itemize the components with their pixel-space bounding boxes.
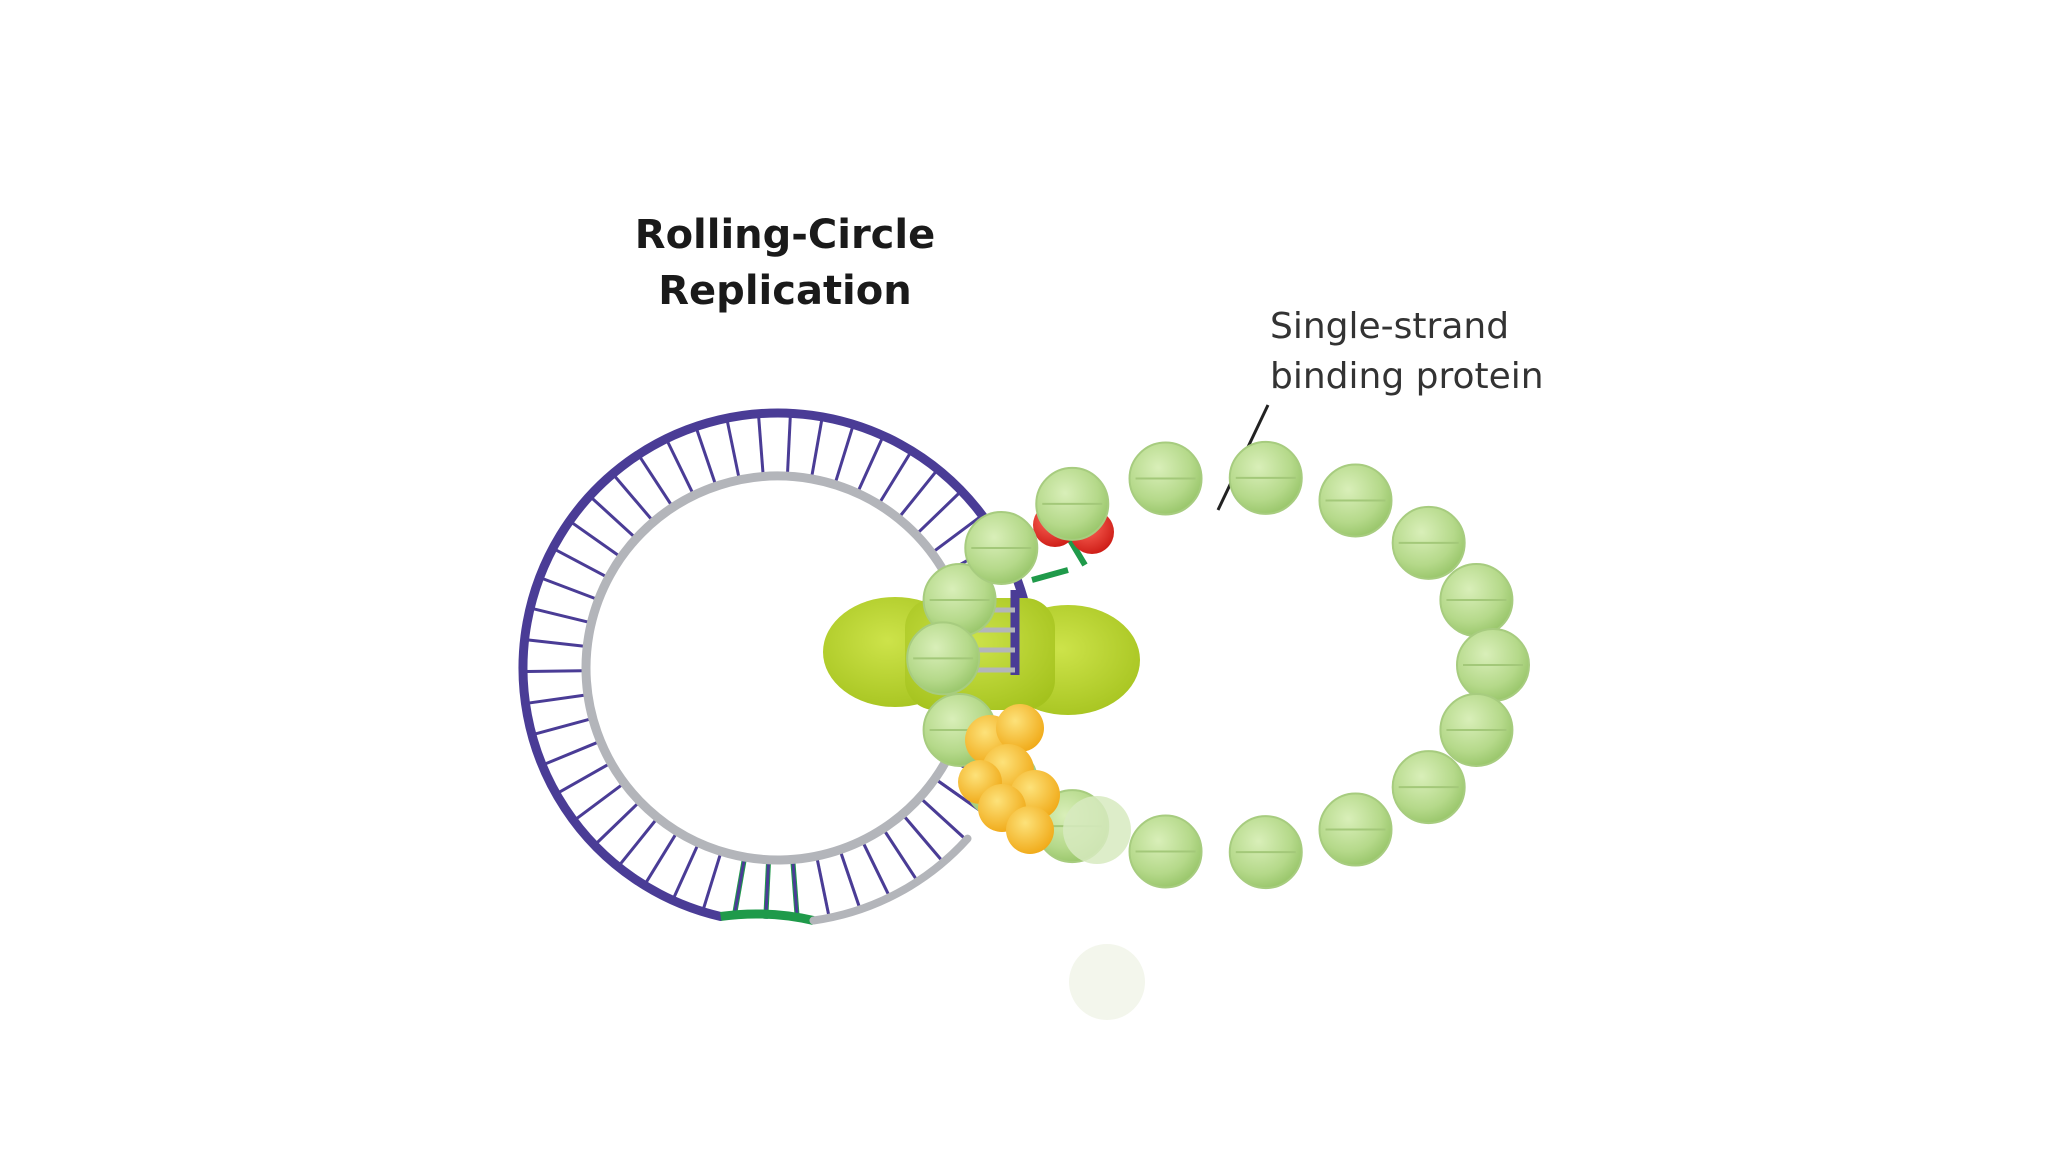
base-pair-rung — [726, 421, 741, 477]
base-pair-rung — [619, 819, 657, 865]
displaced-strand — [809, 834, 972, 925]
base-pair-rung — [839, 853, 861, 907]
base-pair-rung — [903, 816, 942, 861]
base-pair-rung — [542, 577, 596, 600]
base-pair-rung — [757, 417, 765, 473]
base-pair-rung — [614, 475, 653, 520]
circular-dna — [518, 408, 1038, 925]
base-pair-rung — [786, 417, 792, 473]
base-pair-rung — [666, 441, 694, 493]
outer-strand — [518, 408, 1038, 921]
base-pair-rung — [732, 860, 746, 916]
base-pair-rung — [879, 453, 911, 502]
base-pair-rung — [857, 438, 884, 491]
base-pair-rung — [529, 693, 585, 705]
ssb-label-line-1: Single-strand — [1270, 306, 1509, 347]
ssb-label-line-2: binding protein — [1270, 356, 1544, 397]
base-pair-rung — [917, 492, 960, 533]
title-line-2: Replication — [658, 268, 911, 314]
template-strand — [581, 471, 975, 865]
base-pair-rung — [535, 717, 590, 736]
base-pair-rung — [834, 427, 854, 482]
faded-bead — [1069, 944, 1145, 1020]
base-pair-rung — [695, 429, 717, 483]
base-pair-rung — [596, 803, 639, 844]
base-pair-rung — [862, 843, 890, 895]
title-line-1: Rolling-Circle — [635, 212, 935, 258]
base-pair-rung — [559, 763, 609, 794]
base-pair-rung — [899, 471, 937, 517]
base-pair-rung — [555, 548, 606, 578]
base-pair-rung — [810, 420, 824, 476]
base-pair-rung — [702, 854, 722, 909]
base-pair-rung — [764, 863, 770, 919]
base-pair-rung — [934, 516, 980, 552]
base-pair-rung — [921, 799, 965, 839]
ssb-label: Single-strand binding protein — [1216, 306, 1544, 511]
base-pair-rung — [815, 859, 830, 915]
base-pair-rung — [645, 834, 677, 883]
helicase-icon — [958, 704, 1060, 854]
base-pair-rung — [572, 522, 619, 557]
base-pair-rung — [545, 741, 598, 766]
base-pair-rung — [672, 845, 699, 898]
base-pair-rung — [527, 669, 583, 674]
base-pair-rung — [533, 607, 588, 624]
base-pair-rung — [528, 638, 584, 648]
base-pair-rung — [639, 457, 672, 505]
diagram-title: Rolling-Circle Replication — [635, 212, 935, 314]
ssb-bead-faint — [1063, 796, 1131, 864]
base-pair-rung — [884, 831, 917, 879]
base-pair-rung — [791, 863, 799, 919]
base-pair-rungs — [527, 417, 1028, 919]
base-pair-rung — [591, 497, 635, 537]
base-pair-rung — [576, 784, 622, 820]
primer-segment — [720, 909, 815, 925]
